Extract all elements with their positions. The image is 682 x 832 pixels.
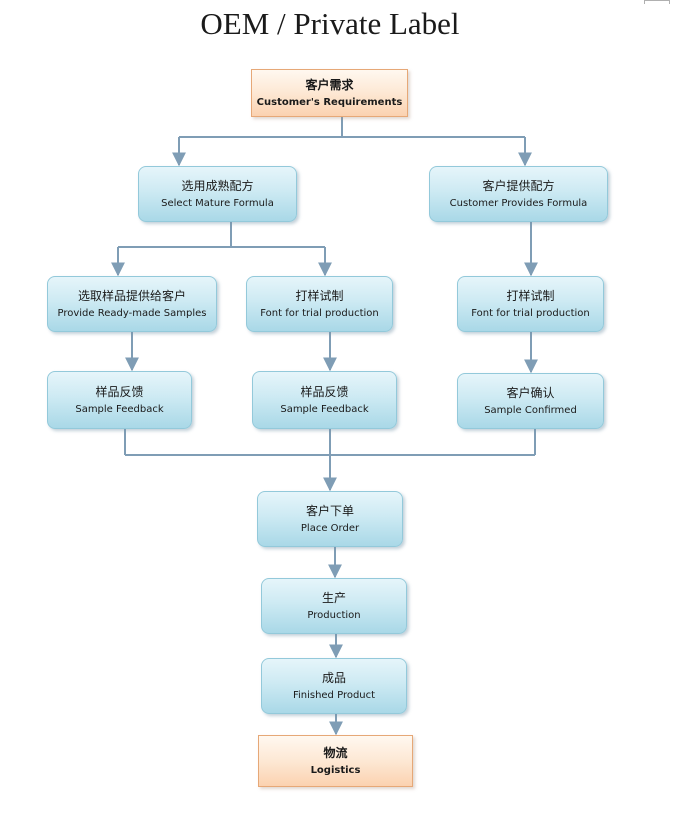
node-label-zh: 物流 (323, 745, 348, 760)
node-label-en: Customer's Requirements (256, 96, 403, 108)
node-label-zh: 样品反馈 (300, 384, 349, 399)
node-label-en: Place Order (300, 522, 360, 534)
node-label-zh: 客户确认 (506, 385, 555, 400)
node-place-order: 客户下单 Place Order (257, 491, 403, 547)
node-sample-confirmed: 客户确认 Sample Confirmed (457, 373, 604, 429)
node-provide-samples: 选取样品提供给客户 Provide Ready-made Samples (47, 276, 217, 332)
node-label-en: Font for trial production (260, 307, 379, 319)
node-customer-requirements: 客户需求 Customer's Requirements (251, 69, 408, 117)
node-label-en: Finished Product (292, 689, 376, 701)
node-finished-product: 成品 Finished Product (261, 658, 407, 714)
node-sample-feedback-2: 样品反馈 Sample Feedback (252, 371, 397, 429)
node-label-zh: 打样试制 (506, 288, 555, 303)
node-label-en: Select Mature Formula (161, 197, 274, 209)
page-title: OEM / Private Label (200, 6, 460, 41)
node-trial-production-2: 打样试制 Font for trial production (457, 276, 604, 332)
node-label-zh: 打样试制 (295, 288, 344, 303)
node-label-zh: 客户需求 (305, 77, 354, 92)
node-label-en: Production (307, 609, 361, 621)
node-label-en: Font for trial production (471, 307, 590, 319)
node-label-zh: 生产 (321, 590, 346, 605)
node-label-zh: 选取样品提供给客户 (77, 288, 186, 303)
node-label-en: Sample Feedback (280, 403, 369, 415)
node-logistics: 物流 Logistics (258, 735, 413, 787)
node-label-zh: 样品反馈 (95, 384, 144, 399)
node-label-en: Provide Ready-made Samples (57, 307, 207, 319)
node-label-en: Logistics (310, 764, 361, 776)
node-trial-production-1: 打样试制 Font for trial production (246, 276, 393, 332)
node-label-en: Customer Provides Formula (449, 197, 588, 209)
node-production: 生产 Production (261, 578, 407, 634)
node-sample-feedback-1: 样品反馈 Sample Feedback (47, 371, 192, 429)
node-label-en: Sample Confirmed (484, 404, 577, 416)
node-label-zh: 成品 (321, 670, 346, 685)
node-label-en: Sample Feedback (75, 403, 164, 415)
node-customer-provides-formula: 客户提供配方 Customer Provides Formula (429, 166, 608, 222)
node-label-zh: 选用成熟配方 (181, 178, 254, 193)
node-select-mature-formula: 选用成熟配方 Select Mature Formula (138, 166, 297, 222)
node-label-zh: 客户提供配方 (482, 178, 555, 193)
node-label-zh: 客户下单 (305, 503, 354, 518)
corner-mark (644, 0, 670, 4)
